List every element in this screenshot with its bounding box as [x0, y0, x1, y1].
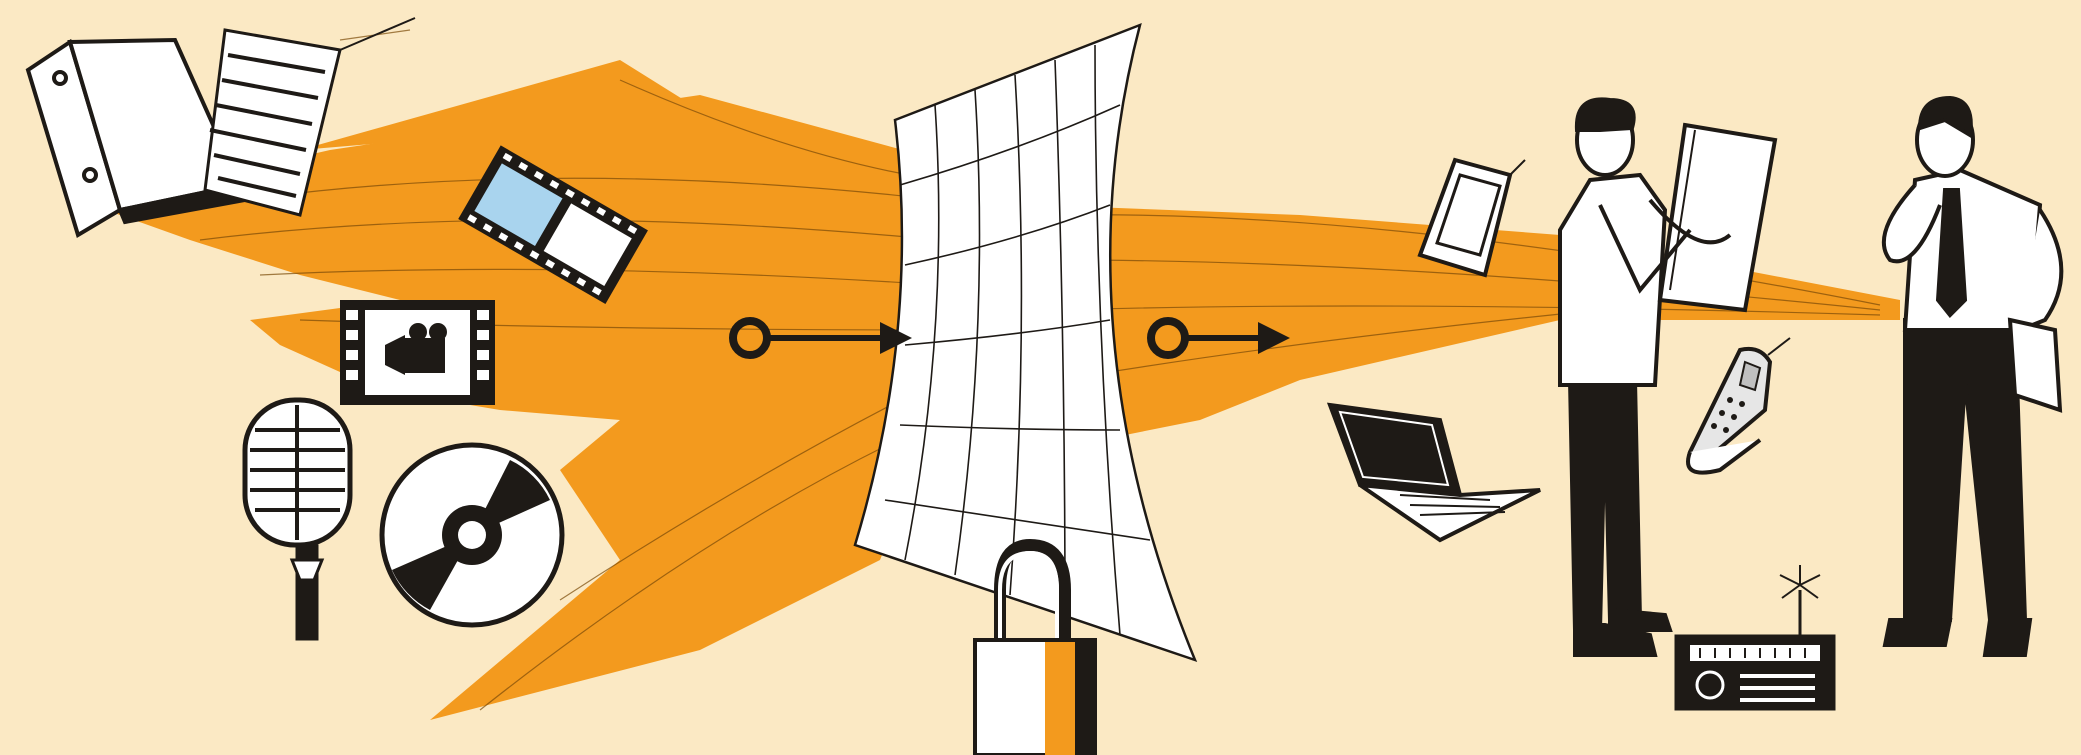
person-thinking-icon — [1884, 98, 2061, 655]
disc-icon — [382, 445, 562, 625]
laptop-icon — [1330, 405, 1540, 540]
movie-camera-film-icon — [340, 300, 495, 405]
microphone-icon — [245, 400, 350, 640]
radio-icon — [1675, 565, 1835, 710]
mobile-phone-icon — [1688, 338, 1790, 473]
